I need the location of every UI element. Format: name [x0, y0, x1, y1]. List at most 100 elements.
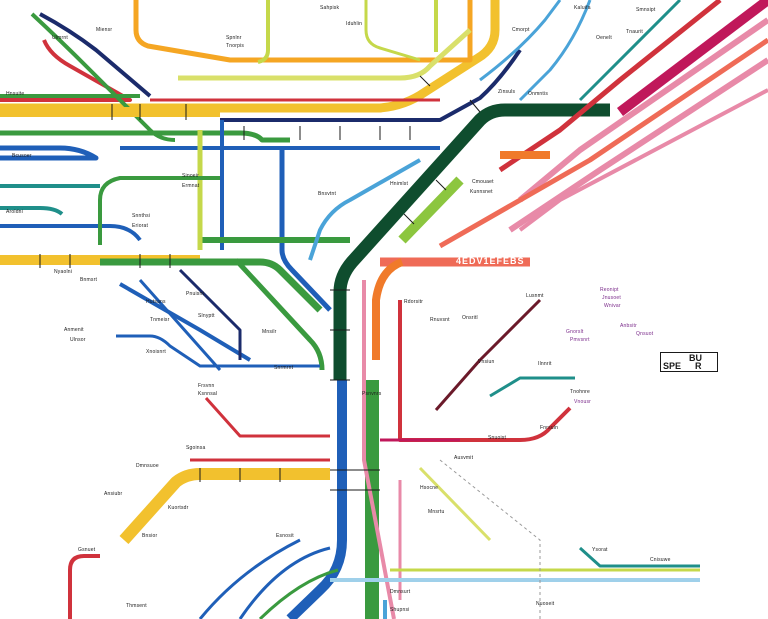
station-label: Sgoinsa [186, 445, 206, 451]
line-yellow-lower [119, 468, 330, 545]
station-label: Ansiubr [104, 491, 123, 497]
station-label: Pmvsnrt [570, 337, 590, 343]
station-label: Snrmrnt [274, 365, 294, 371]
station-label: Nyaolni [54, 269, 73, 275]
station-label: Nuoseit [536, 601, 555, 607]
line-orange-top [133, 0, 473, 63]
line-maroon [434, 298, 542, 411]
legend-text: BU [689, 353, 702, 363]
line-red-right-diagonal [498, 0, 722, 173]
station-label: Dmnsuoe [136, 463, 159, 469]
line-green-left-curve [98, 176, 220, 245]
line-navy-left [178, 268, 242, 360]
station-label: Aroldni [6, 209, 23, 215]
station-label: Gnorslt [566, 329, 584, 335]
station-label: Anmenit [64, 327, 84, 333]
station-label: Bnsior [142, 533, 158, 539]
station-label: Rdorsitr [404, 299, 424, 305]
station-label: Reonipt [600, 287, 619, 293]
line-yellow-top-arc [0, 0, 500, 113]
station-label: Ilnnrit [538, 361, 552, 367]
station-label: Sinoeir [182, 173, 199, 179]
station-label: Snnthsi [132, 213, 151, 219]
line-blue-lower [198, 538, 331, 619]
station-label: Tnorpis [226, 43, 245, 49]
station-label: Onmntis [528, 91, 549, 97]
line-green-left-band [100, 258, 323, 313]
line-navy-top [39, 12, 522, 122]
station-label: Onsritl [462, 315, 478, 321]
station-label: Dmnsurt [390, 589, 411, 595]
station-label: Thmsent [126, 603, 147, 609]
line-light-green-diagonal [398, 176, 464, 244]
station-label: Bnmsrt [80, 277, 98, 283]
station-label: Tnmeisr [150, 317, 170, 323]
legend-text: R [695, 361, 702, 371]
station-label: Hnimlst [390, 181, 409, 187]
line-blue-horizontal [0, 145, 440, 161]
station-label: Anbsitr [620, 323, 637, 329]
station-label: Hutsans [146, 299, 166, 305]
station-label: Snuoist [488, 435, 507, 441]
station-label: Mnsrtu [428, 509, 445, 515]
line-green-horizontal [0, 130, 290, 143]
station-label: Bnsvtnt [318, 191, 337, 197]
line-lime-top [178, 28, 472, 81]
station-label: Vnsiun [478, 359, 495, 365]
station-label: Ksnnsal [198, 391, 218, 397]
station-label: Tnohnre [570, 389, 591, 395]
station-label: Psnvnrs [362, 391, 382, 397]
station-label: Vnousr [574, 399, 592, 405]
station-label: Iduhlin [346, 21, 363, 27]
station-label: Kunnsnet [470, 189, 493, 195]
station-label: Xnoisnrt [146, 349, 166, 355]
station-label: Ausvmit [454, 455, 474, 461]
line-pink-diagonals [438, 17, 768, 249]
line-blue-left [0, 224, 320, 371]
station-label: Kaluifa [574, 5, 591, 11]
legend-text: SPE [663, 361, 682, 371]
line-red-top [0, 39, 440, 102]
station-label: Frsvnn [198, 383, 215, 389]
station-label: Qnsuot [636, 331, 654, 337]
station-label: Lusnmt [526, 293, 544, 299]
station-label: Hsocne [420, 485, 439, 491]
station-label: Miensr [96, 27, 113, 33]
station-label: Wnivar [604, 303, 621, 309]
station-label: Mnsilr [262, 329, 277, 335]
station-label: Hnsuite [6, 91, 25, 97]
line-blue-central [220, 120, 347, 619]
line-teal-horizontal [0, 184, 100, 216]
line-dashed-lower [439, 459, 541, 619]
line-lime-vertical-top [257, 0, 438, 64]
station-label: Slnyptt [198, 313, 215, 319]
station-label: Zinsuls [498, 89, 516, 95]
line-orange-central [372, 258, 404, 360]
station-label: Eriorat [132, 223, 149, 229]
line-banner-text: 4EDV1EFEBS [456, 256, 525, 266]
station-label: Fnrsuln [540, 425, 559, 431]
line-green-lower [258, 568, 339, 619]
station-label: Cmorpt [512, 27, 530, 33]
line-lime-lower [390, 466, 700, 572]
map-legend: BU SPE R [660, 352, 718, 372]
station-label: Ulmrnt [52, 35, 68, 41]
station-label: Rnuvsnt [430, 317, 450, 323]
station-label: Ulnsor [70, 337, 86, 343]
station-label: Sahpisk [320, 5, 340, 11]
station-label: Tnaurit [626, 29, 643, 35]
station-label: Oenelt [596, 35, 612, 41]
station-label: Pnuisnt [186, 291, 205, 297]
station-label: Jnusoet [602, 295, 621, 301]
station-label: Kuortsdr [168, 505, 189, 511]
station-label: Esnosit [276, 533, 294, 539]
station-label: Bcusoer [12, 153, 32, 159]
station-label: Spnlnr [226, 35, 242, 41]
station-label: Ysorat [592, 547, 608, 553]
station-label: Cmouaet [472, 179, 494, 185]
station-ticks [39, 75, 481, 491]
line-red-lower-left [68, 554, 100, 619]
station-label: Shupnsi [390, 607, 410, 613]
line-crimson-diagonal [616, 0, 768, 116]
